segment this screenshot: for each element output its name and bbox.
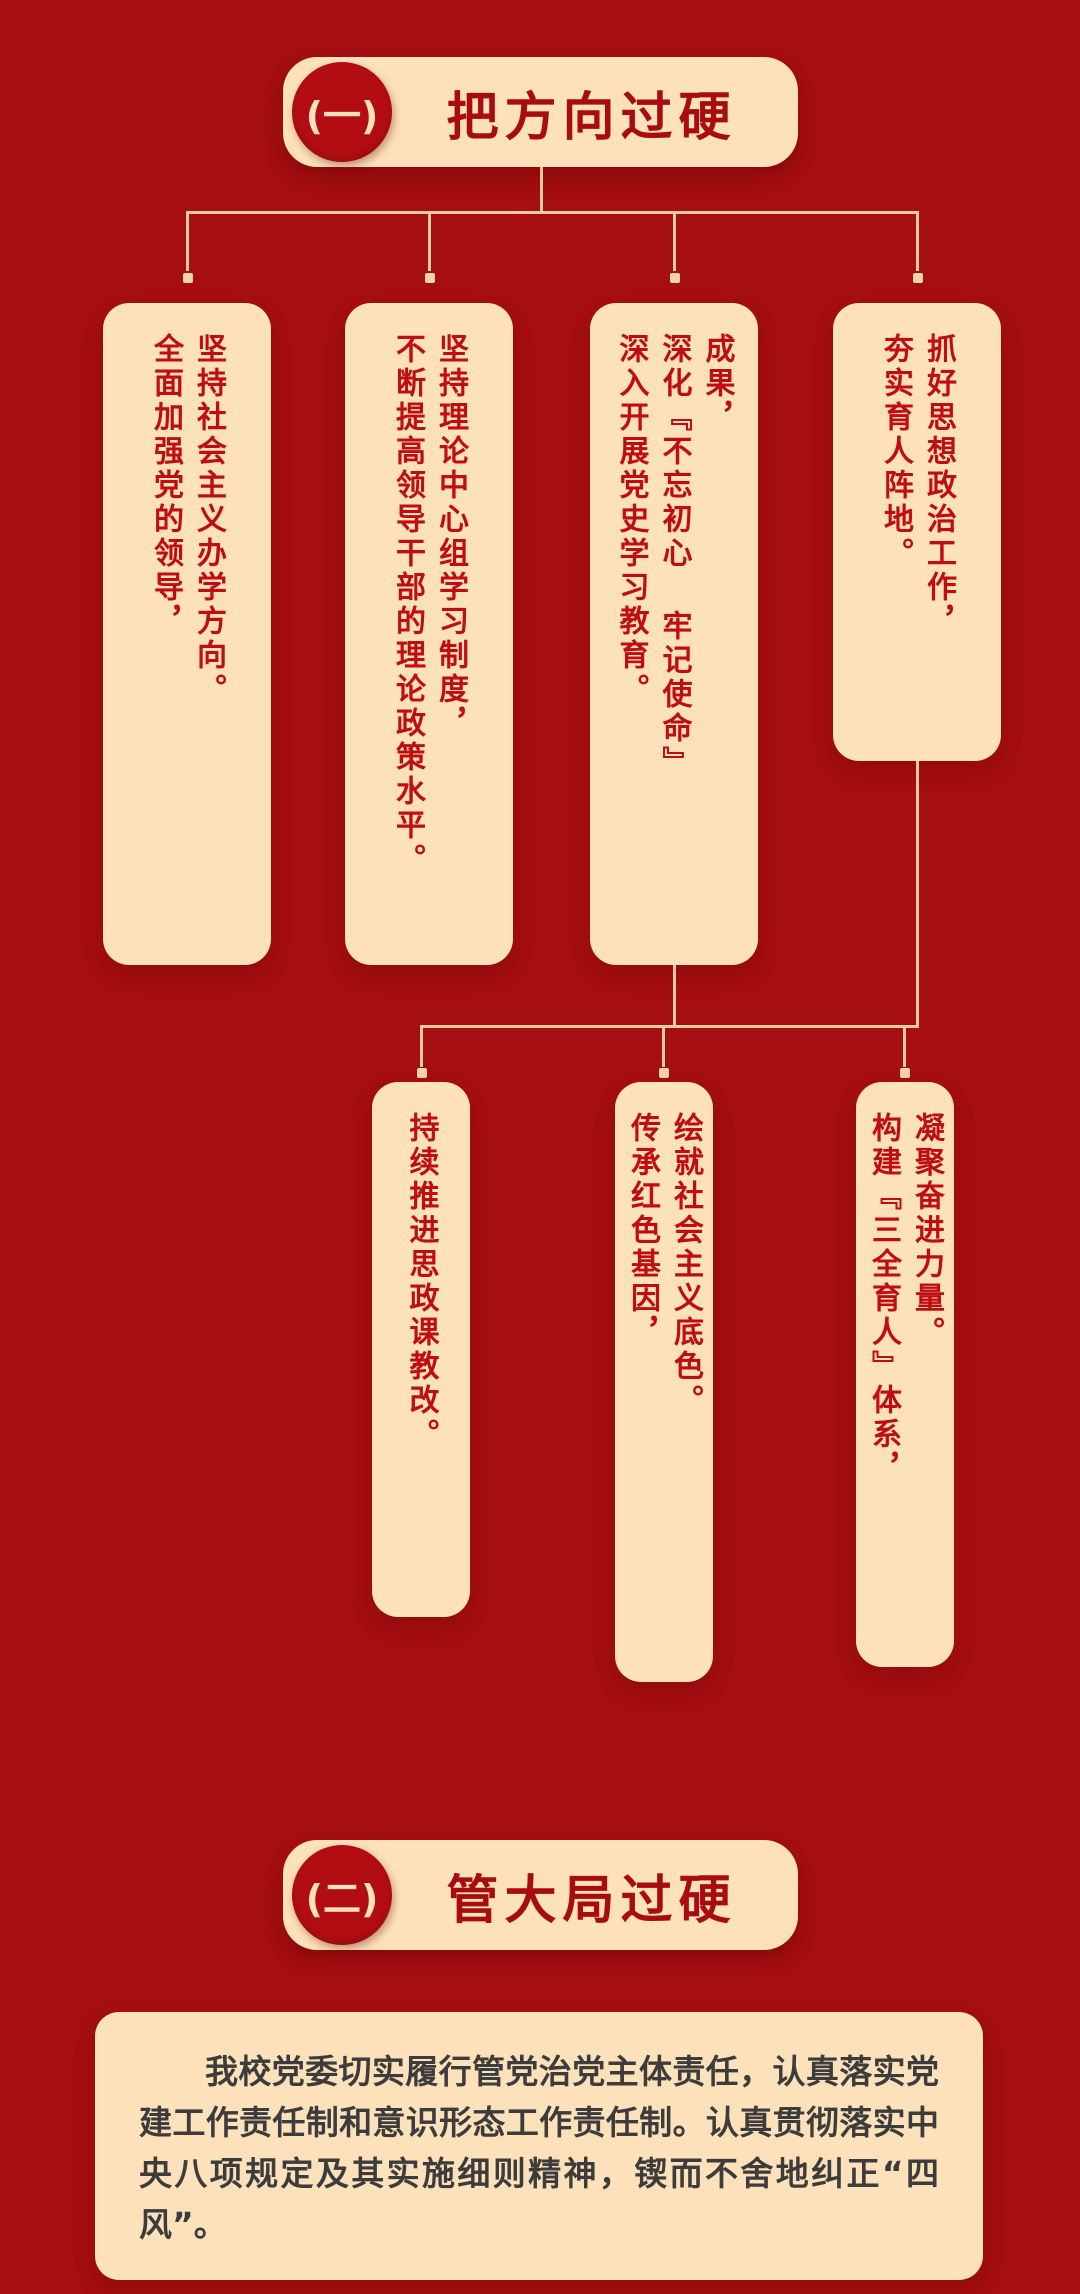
section-one-number: (一) [305,93,379,138]
connector-drop [420,1025,423,1067]
connector-drop [916,211,919,271]
connector-drop [903,1025,906,1067]
vertical-text-column: 绘就社会主义底色。 [668,1112,703,1418]
vertical-text-column: 凝聚奋进力量。 [909,1112,944,1350]
connector-drop [428,211,431,271]
vertical-text-column: 夯实育人阵地。 [878,333,913,571]
connector-dot [913,273,923,283]
vertical-text-column: 持续推进思政课教改。 [403,1112,439,1452]
vertical-text-column: 不断提高领导干部的理论政策水平。 [390,333,425,877]
vertical-text-column: 深入开展党史学习教育。 [613,333,649,707]
vertical-text-column: 成果， [699,333,735,435]
connector-dot [183,273,193,283]
vertical-card-party-history: 深入开展党史学习教育。 深化『不忘初心 牢记使命』 成果， [590,303,758,965]
vertical-card-ideology-work: 夯实育人阵地。 抓好思想政治工作， [833,303,1001,761]
section-one-badge: (一) 把方向过硬 [283,57,798,167]
connector-dot [659,1068,669,1078]
connector-riser-card4 [916,761,919,1027]
connector-drop [673,211,676,271]
connector-dot [900,1068,910,1078]
vertical-card-curriculum-reform: 持续推进思政课教改。 [372,1082,470,1617]
connector-rail-2 [420,1025,919,1028]
section-one-number-medallion: (一) [292,62,392,162]
vertical-text-column: 构建『三全育人』体系， [866,1112,901,1486]
connector-dot [417,1068,427,1078]
vertical-text-column: 抓好思想政治工作， [921,333,956,639]
connector-drop [662,1025,665,1067]
vertical-text-column: 传承红色基因， [625,1112,660,1350]
vertical-card-three-wide-education: 构建『三全育人』体系， 凝聚奋进力量。 [856,1082,954,1667]
vertical-text-column: 坚持理论中心组学习制度， [433,333,468,741]
vertical-card-leadership: 全面加强党的领导， 坚持社会主义办学方向。 [103,303,271,965]
vertical-text-column: 坚持社会主义办学方向。 [191,333,226,707]
connector-stub-badge1 [540,167,543,213]
connector-dot [425,273,435,283]
connector-rail-1 [186,211,919,214]
section-two-number-medallion: (二) [292,1845,392,1945]
vertical-card-theory-study: 不断提高领导干部的理论政策水平。 坚持理论中心组学习制度， [345,303,513,965]
connector-riser-card3 [673,965,676,1027]
connector-dot [670,273,680,283]
section-one-title: 把方向过硬 [446,87,737,148]
section-two-badge: (二) 管大局过硬 [283,1840,798,1950]
vertical-card-red-gene: 传承红色基因， 绘就社会主义底色。 [615,1082,713,1682]
vertical-text-column: 深化『不忘初心 牢记使命』 [656,333,692,780]
connector-drop [186,211,189,271]
summary-paragraph: 我校党委切实履行管党治党主体责任，认真落实党建工作责任制和意识形态工作责任制。认… [139,2052,939,2245]
section-two-number: (二) [305,1876,379,1921]
vertical-text-column: 全面加强党的领导， [148,333,183,639]
summary-paragraph-card: 我校党委切实履行管党治党主体责任，认真落实党建工作责任制和意识形态工作责任制。认… [95,2012,983,2280]
section-two-title: 管大局过硬 [446,1870,737,1931]
